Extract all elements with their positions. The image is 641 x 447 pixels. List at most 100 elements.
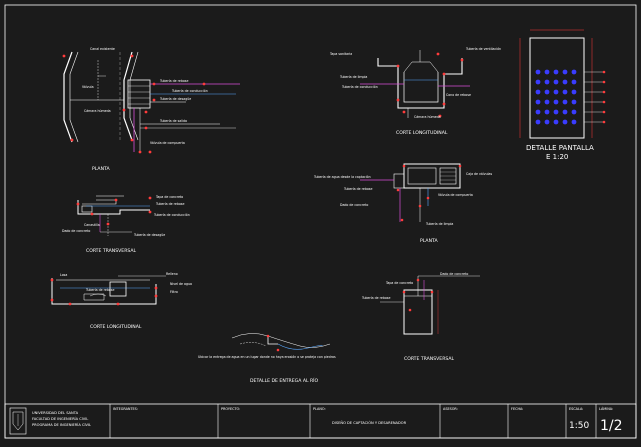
corte-transversal-2-view: Tapa de concreto Tubería de rebose Dado … — [361, 272, 480, 362]
tb-value-escala: 1:50 — [569, 421, 589, 431]
title-block: UNIVERSIDAD DEL SANTA FACULTAD DE INGENI… — [4, 403, 637, 439]
p2-label-1: Tubería de rebose — [343, 187, 372, 191]
pantalla-orifice — [535, 69, 541, 75]
corte-longitudinal-view: Losa Nivel de agua Tubería de rebose Rel… — [50, 272, 192, 330]
tb-header-asesor: ASESOR: — [443, 407, 458, 411]
pantalla-title: DETALLE PANTALLA — [526, 144, 594, 152]
pantalla-orifice — [553, 99, 559, 105]
ct-title: CORTE TRANSVERSAL — [86, 248, 137, 254]
pantalla-orifice — [553, 79, 559, 85]
planta-label-4: Válvula — [82, 85, 94, 89]
ct2-label-0: Tapa de concreto — [385, 281, 413, 285]
tb-header-fecha: FECHA: — [511, 407, 523, 411]
pantalla-orifice — [535, 89, 541, 95]
pantalla-orifice — [553, 89, 559, 95]
ct2-title: CORTE TRANSVERSAL — [404, 356, 455, 362]
program-name: PROGRAMA DE INGENIERÍA CIVIL — [32, 422, 91, 427]
pantalla-orifice — [571, 109, 577, 115]
planta-label-1: Tubería de rebose — [159, 79, 188, 83]
p2-label-4: Caja de válvulas — [466, 172, 492, 176]
clt-title: CORTE LONGITUDINAL — [396, 130, 448, 136]
pantalla-orifice — [571, 79, 577, 85]
clt-label-2: Tubería de conducción — [341, 85, 378, 89]
ct-label-5: Dado de concreto — [62, 229, 90, 233]
planta-label-3: Tubería de desagüe — [159, 97, 191, 101]
pantalla-orifice — [535, 79, 541, 85]
pantalla-orifice — [544, 69, 550, 75]
pantalla-orifice — [562, 89, 568, 95]
pantalla-orifice — [544, 99, 550, 105]
tb-value-lamina: 1/2 — [600, 418, 623, 434]
tb-header-integrantes: INTEGRANTES: — [113, 407, 138, 411]
pantalla-orifice — [535, 109, 541, 115]
corte-longitudinal-top-view: Tapa sanitaria Tubería de limpia Tubería… — [329, 47, 501, 136]
p2-label-5: Dado de concreto — [340, 203, 368, 207]
tb-header-proyecto: PROYECTO: — [221, 407, 240, 411]
pantalla-orifice — [535, 119, 541, 125]
pantalla-orifice — [535, 99, 541, 105]
tb-value-plano: DISEÑO DE CAPTACIÓN Y DESARENADOR — [332, 420, 407, 425]
pantalla-orifice — [553, 69, 559, 75]
ct-label-0: Tapa de concreto — [155, 195, 183, 199]
ct-label-2: Tubería de conducción — [153, 213, 190, 217]
pantalla-orifice — [544, 79, 550, 85]
planta-label-5: Cámara húmeda — [84, 109, 111, 113]
cl-label-1: Nivel de agua — [170, 282, 192, 286]
pantalla-orifice-grid — [535, 69, 577, 125]
sheet-border — [4, 4, 637, 439]
corte-transversal-view: Tapa de concreto Tubería de rebose Tuber… — [62, 195, 190, 254]
pantalla-orifice — [544, 109, 550, 115]
cl-label-3: Relleno — [166, 272, 178, 276]
university-name: UNIVERSIDAD DEL SANTA — [32, 411, 79, 415]
p2-label-3: Tubería de limpia — [425, 222, 453, 226]
planta-label-6: Tubería de salida — [159, 119, 187, 123]
pantalla-orifice — [553, 109, 559, 115]
planta-label-2: Tubería de conducción — [171, 89, 208, 93]
tb-header-plano: PLANO: — [313, 407, 326, 411]
planta-2-view: Tubería de agua desde la captación Tuber… — [313, 163, 492, 244]
p2-label-2: Válvula de compuerta — [438, 193, 473, 197]
ct2-label-1: Tubería de rebose — [361, 296, 390, 300]
pantalla-orifice — [562, 69, 568, 75]
pantalla-orifice — [562, 99, 568, 105]
clt-label-5: Cono de rebose — [446, 93, 471, 97]
clt-label-1: Tubería de limpia — [339, 75, 367, 79]
p2-title: PLANTA — [420, 238, 438, 244]
cl-title: CORTE LONGITUDINAL — [90, 324, 142, 330]
planta-label-0: Canal existente — [90, 47, 115, 51]
planta-view: Canal existente Tubería de rebose Tuberí… — [62, 47, 240, 172]
clt-label-0: Tapa sanitaria — [329, 52, 352, 56]
pantalla-orifice — [562, 109, 568, 115]
pantalla-orifice — [571, 99, 577, 105]
p2-label-0: Tubería de agua desde la captación — [313, 175, 371, 179]
clt-label-4: Cámara húmeda — [414, 115, 441, 119]
cl-label-2: Tubería de rebose — [85, 288, 114, 292]
faculty-name: FACULTAD DE INGENIERÍA CIVIL — [32, 416, 88, 421]
tb-header-escala: ESCALA: — [569, 407, 583, 411]
ct-label-3: Canastilla — [84, 223, 100, 227]
pantalla-orifice — [562, 119, 568, 125]
pantalla-orifice — [544, 89, 550, 95]
pantalla-orifice — [553, 119, 559, 125]
pantalla-orifice — [571, 89, 577, 95]
ct-label-1: Tubería de rebose — [155, 202, 184, 206]
ct2-label-2: Dado de concreto — [440, 272, 468, 276]
entrega-note: Ubicar la entrega de agua en un lugar do… — [198, 355, 336, 359]
detalle-pantalla-view: DETALLE PANTALLA E 1:20 — [519, 29, 606, 161]
pantalla-scale: E 1:20 — [546, 153, 568, 161]
tb-header-lamina: LÁMINA: — [599, 406, 613, 411]
cl-label-0: Losa — [60, 273, 67, 277]
pantalla-orifice — [562, 79, 568, 85]
planta-label-7: Válvula de compuerta — [150, 141, 185, 145]
entrega-title: DETALLE DE ENTREGA AL RÍO — [250, 377, 319, 384]
university-logo — [9, 407, 27, 435]
planta-title: PLANTA — [92, 166, 110, 172]
pantalla-orifice — [544, 119, 550, 125]
pantalla-orifice — [571, 69, 577, 75]
detalle-entrega-view: Ubicar la entrega de agua en un lugar do… — [198, 333, 336, 384]
pantalla-orifice — [571, 119, 577, 125]
ct-label-4: Tubería de desagüe — [133, 233, 165, 237]
cl-label-4: Filtro — [170, 290, 178, 294]
